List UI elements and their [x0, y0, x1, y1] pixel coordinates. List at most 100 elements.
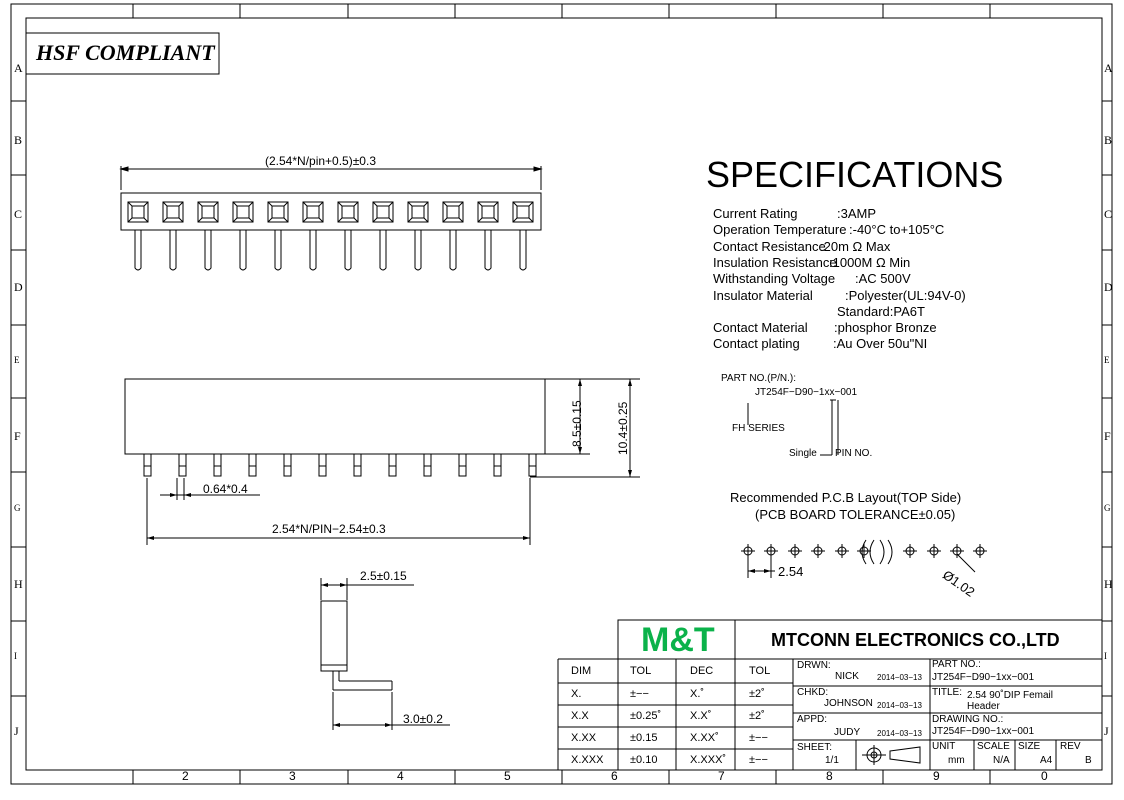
- side-pin: [248, 453, 257, 477]
- column-number: 2: [182, 769, 189, 783]
- row-letter-b: B: [14, 133, 23, 147]
- front-pin: [134, 230, 142, 271]
- side-pin: [493, 453, 502, 477]
- pcb-layout: [741, 544, 987, 573]
- row-letter-d: D: [14, 280, 23, 294]
- contact-cavity-inner: [166, 205, 180, 219]
- size-label: SIZE: [1018, 741, 1041, 752]
- tolerance-header: TOL: [749, 665, 771, 677]
- contact-cavity: [407, 201, 429, 223]
- sheet-value: 1/1: [825, 755, 839, 766]
- column-number: 0: [1041, 769, 1048, 783]
- hsf-stamp: HSF COMPLIANT: [36, 40, 215, 65]
- spec-value: Standard:PA6T: [837, 303, 925, 319]
- contact-cavity-inner: [446, 205, 460, 219]
- front-pin: [239, 230, 247, 271]
- column-number: 9: [933, 769, 940, 783]
- title-field-value-2: Header: [967, 701, 1000, 712]
- side-pin: [423, 453, 432, 477]
- part-no-code: JT254F−D90−1xx−001: [755, 387, 858, 398]
- spec-label: Contact Resistance: [713, 238, 826, 254]
- row-letter-i: I: [1104, 651, 1107, 661]
- side-pin: [318, 453, 327, 477]
- approved-label: APPD:: [797, 714, 828, 725]
- column-number: 7: [718, 769, 725, 783]
- side-pin: [143, 453, 152, 477]
- part-number-lines: [747, 399, 839, 456]
- checked-label: CHKD:: [797, 687, 829, 698]
- part-no-label: PART NO.(P/N.):: [721, 373, 797, 384]
- tolerance-header: DEC: [690, 665, 714, 677]
- side-pin: [388, 453, 397, 477]
- contact-cavity: [477, 201, 499, 223]
- contact-cavity-inner: [376, 205, 390, 219]
- row-letter-e: E: [14, 355, 20, 365]
- side-pin: [528, 453, 537, 477]
- spec-value: :Polyester(UL:94V-0): [845, 287, 966, 303]
- tolerance-header: TOL: [630, 665, 652, 677]
- spec-value: :3AMP: [837, 206, 877, 221]
- row-letter-j: J: [1104, 724, 1109, 738]
- spec-value: :-40°C to+105°C: [849, 222, 945, 238]
- drawing-no-label: DRAWING NO.:: [932, 714, 1004, 725]
- projection-symbol: [862, 745, 921, 765]
- column-number: 8: [826, 769, 833, 783]
- tolerance-header: DIM: [571, 665, 592, 677]
- column-number: 3: [289, 769, 296, 783]
- tolerance-cell: ±−−: [749, 732, 768, 744]
- contact-cavity: [267, 201, 289, 223]
- front-pin: [449, 230, 457, 271]
- contact-cavity: [197, 201, 219, 223]
- tolerance-cell: ±2˚: [749, 710, 765, 722]
- rev-label: REV: [1060, 741, 1081, 752]
- contact-cavity-inner: [481, 205, 495, 219]
- contact-cavity-inner: [516, 205, 530, 219]
- unit-value: mm: [948, 755, 965, 766]
- row-letter-c: C: [1104, 207, 1113, 221]
- column-number: 5: [504, 769, 511, 783]
- contact-cavity: [372, 201, 394, 223]
- checked-name: JOHNSON: [824, 698, 873, 709]
- pitch-dimension: 2.54*N/PIN−2.54±0.3: [272, 522, 386, 536]
- side-pin: [458, 453, 467, 477]
- row-ticks: [11, 100, 1112, 697]
- end-view: [320, 578, 450, 730]
- scale-label: SCALE: [977, 741, 1010, 752]
- checked-date: 2014−03−13: [877, 701, 922, 710]
- contact-cavity: [302, 201, 324, 223]
- part-no-field-value: JT254F−D90−1xx−001: [932, 672, 1035, 683]
- front-view: [119, 166, 543, 271]
- size-value: A4: [1040, 755, 1053, 766]
- row-letter-j: J: [14, 724, 19, 738]
- specifications-title: SPECIFICATIONS: [706, 154, 1004, 195]
- spec-label: Withstanding Voltage: [713, 271, 836, 287]
- contact-cavity-inner: [306, 205, 320, 219]
- contact-cavity-inner: [411, 205, 425, 219]
- dim-arrows: [147, 379, 771, 727]
- rev-value: B: [1085, 755, 1092, 766]
- pcb-tolerance: (PCB BOARD TOLERANCE±0.05): [755, 507, 956, 522]
- front-pin: [204, 230, 212, 271]
- front-pin: [414, 230, 422, 271]
- tolerance-cell: ±0.15: [630, 732, 658, 744]
- sheet-label: SHEET:: [797, 742, 833, 753]
- row-letter-a: A: [14, 61, 23, 75]
- drawing-no-value: JT254F−D90−1xx−001: [932, 726, 1035, 737]
- spec-value: :phosphor Bronze: [834, 320, 937, 336]
- tolerance-cell: ±0.10: [630, 754, 658, 766]
- front-pin: [519, 230, 527, 271]
- tolerance-cell: ±2˚: [749, 688, 765, 700]
- side-pin: [353, 453, 362, 477]
- row-letter-d: D: [1104, 280, 1113, 294]
- approved-date: 2014−03−13: [877, 729, 922, 738]
- tolerance-cell: X.XX: [571, 732, 597, 744]
- row-letter-a: A: [1104, 61, 1113, 75]
- front-pin: [309, 230, 317, 271]
- front-pin: [484, 230, 492, 271]
- scale-value: N/A: [993, 755, 1010, 766]
- contact-cavity: [337, 201, 359, 223]
- row-letter-f: F: [14, 429, 21, 443]
- tolerance-cell: ±0.25˚: [630, 710, 662, 722]
- row-letter-f: F: [1104, 429, 1111, 443]
